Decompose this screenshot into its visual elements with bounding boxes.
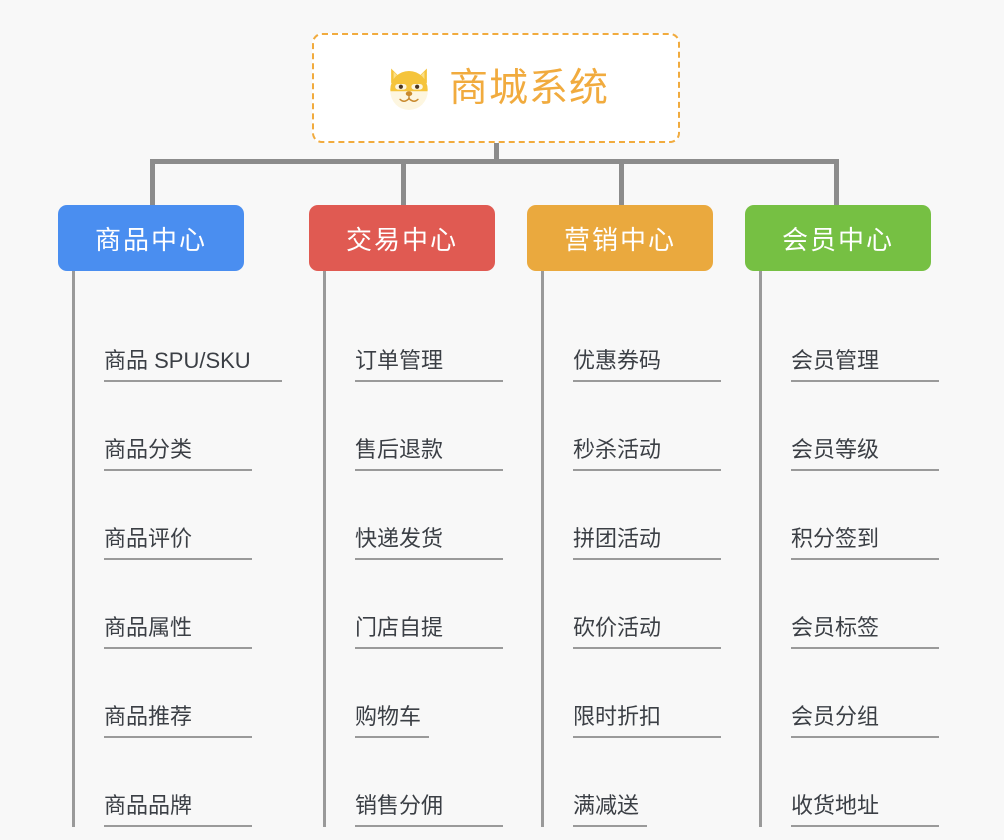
leaf-item[interactable]: 商品属性 [72,560,252,649]
leaf-label: 商品评价 [104,526,252,560]
leaf-item[interactable]: 快递发货 [323,471,503,560]
branch-trunk-2 [323,271,326,827]
leaf-label: 秒杀活动 [573,437,721,471]
leaf-item[interactable]: 商品评价 [72,471,252,560]
leaf-item[interactable]: 销售分佣 [323,738,503,827]
leaf-label: 快递发货 [355,526,503,560]
leaf-item[interactable]: 收货地址 [759,738,939,827]
connector-drop-1 [150,159,155,205]
leaf-label: 会员等级 [791,437,939,471]
connector-drop-4 [834,159,839,205]
root-connector-bar [150,159,839,164]
leaf-label: 积分签到 [791,526,939,560]
branch-column-3: 营销中心 优惠券码 秒杀活动 拼团活动 砍价活动 限时折扣 满减送 [527,205,721,827]
category-title-1: 商品中心 [94,224,207,255]
branch-trunk-3 [541,271,544,827]
leaf-label: 商品分类 [104,437,252,471]
leaf-item[interactable]: 满减送 [541,738,713,827]
category-title-2: 交易中心 [345,224,458,255]
leaf-item[interactable]: 会员等级 [759,382,939,471]
leaf-label: 购物车 [355,704,430,738]
connector-drop-3 [619,159,624,205]
category-header-3[interactable]: 营销中心 [527,205,713,271]
leaf-label: 订单管理 [355,348,503,382]
leaf-item[interactable]: 会员管理 [759,293,939,382]
leaf-label: 商品属性 [104,615,252,649]
branch-trunk-4 [759,271,762,827]
leaf-item[interactable]: 积分签到 [759,471,939,560]
leaf-item[interactable]: 商品分类 [72,382,252,471]
root-node[interactable]: 商城系统 [312,33,680,143]
leaf-label: 限时折扣 [573,704,721,738]
leaf-label: 销售分佣 [355,793,503,827]
category-header-2[interactable]: 交易中心 [309,205,495,271]
root-title: 商城系统 [448,66,609,110]
category-header-1[interactable]: 商品中心 [58,205,244,271]
leaf-label: 商品品牌 [104,793,252,827]
leaf-label: 会员管理 [791,348,939,382]
leaf-label: 商品推荐 [104,704,252,738]
leaf-label: 砍价活动 [573,615,721,649]
leaf-label: 拼团活动 [573,526,721,560]
leaf-item[interactable]: 砍价活动 [541,560,721,649]
leaf-item[interactable]: 购物车 [323,649,495,738]
leaf-item[interactable]: 限时折扣 [541,649,721,738]
leaf-item[interactable]: 门店自提 [323,560,503,649]
leaf-item[interactable]: 售后退款 [323,382,503,471]
category-header-4[interactable]: 会员中心 [745,205,931,271]
leaf-list-4: 会员管理 会员等级 积分签到 会员标签 会员分组 收货地址 [759,271,939,827]
leaf-label: 优惠券码 [573,348,721,382]
leaf-item[interactable]: 商品 SPU/SKU [72,293,282,382]
root-connector-stem [494,143,499,163]
leaf-list-2: 订单管理 售后退款 快递发货 门店自提 购物车 销售分佣 [323,271,503,827]
leaf-item[interactable]: 订单管理 [323,293,503,382]
branch-column-2: 交易中心 订单管理 售后退款 快递发货 门店自提 购物车 销售分佣 [309,205,503,827]
leaf-label: 满减送 [573,793,648,827]
leaf-item[interactable]: 商品推荐 [72,649,252,738]
leaf-item[interactable]: 拼团活动 [541,471,721,560]
category-title-4: 会员中心 [781,224,894,255]
branch-column-1: 商品中心 商品 SPU/SKU 商品分类 商品评价 商品属性 商品推荐 商品品牌 [58,205,282,827]
leaf-label: 商品 SPU/SKU [104,348,282,382]
leaf-item[interactable]: 会员标签 [759,560,939,649]
leaf-item[interactable]: 会员分组 [759,649,939,738]
shiba-dog-face-icon [390,68,428,110]
leaf-item[interactable]: 商品品牌 [72,738,252,827]
branch-column-4: 会员中心 会员管理 会员等级 积分签到 会员标签 会员分组 收货地址 [745,205,939,827]
leaf-label: 售后退款 [355,437,503,471]
leaf-list-1: 商品 SPU/SKU 商品分类 商品评价 商品属性 商品推荐 商品品牌 [72,271,282,827]
leaf-item[interactable]: 秒杀活动 [541,382,721,471]
leaf-list-3: 优惠券码 秒杀活动 拼团活动 砍价活动 限时折扣 满减送 [541,271,721,827]
leaf-item[interactable]: 优惠券码 [541,293,721,382]
leaf-label: 门店自提 [355,615,503,649]
category-title-3: 营销中心 [563,224,676,255]
connector-drop-2 [401,159,406,205]
leaf-label: 会员标签 [791,615,939,649]
leaf-label: 收货地址 [791,793,939,827]
leaf-label: 会员分组 [791,704,939,738]
branch-trunk-1 [72,271,75,827]
